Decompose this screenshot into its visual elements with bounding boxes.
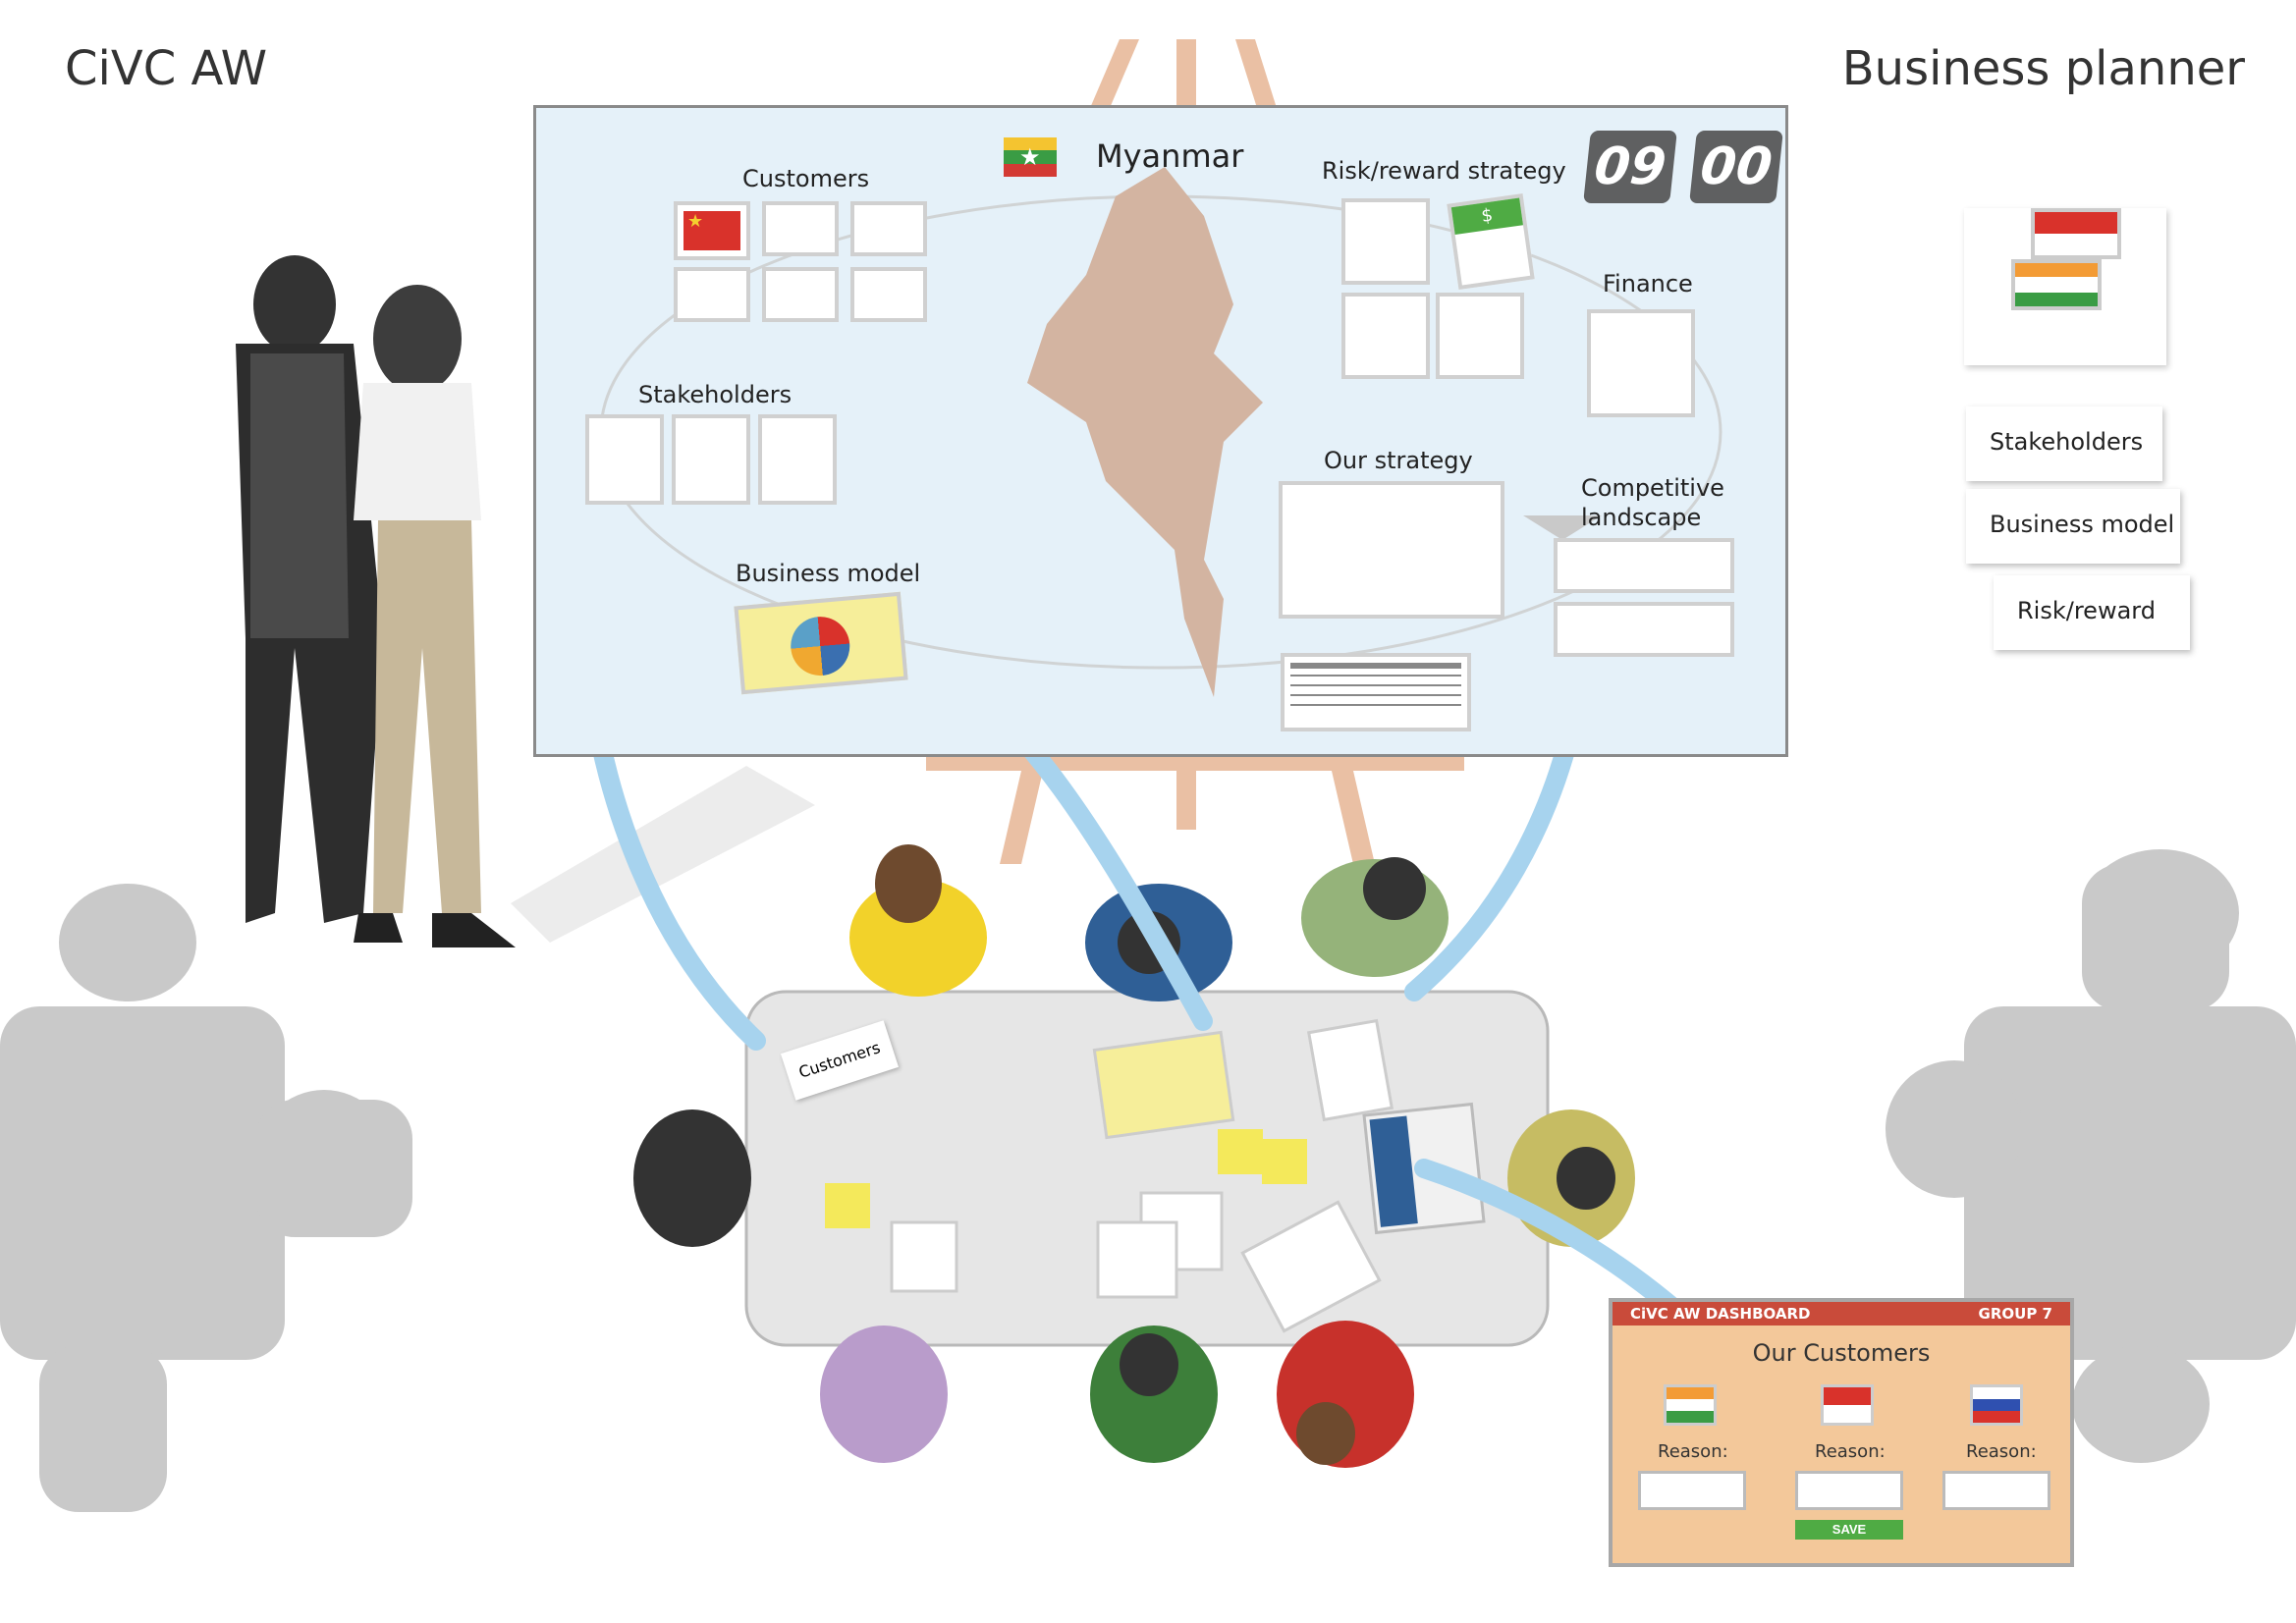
stakeholder-slot[interactable] bbox=[672, 414, 750, 505]
venn-diagram-icon bbox=[788, 614, 852, 678]
customer-slot[interactable] bbox=[674, 267, 750, 322]
india-flag-icon bbox=[1664, 1384, 1717, 1426]
reason-input-russia[interactable] bbox=[1942, 1471, 2050, 1510]
customer-card-china[interactable]: ★ bbox=[674, 201, 750, 260]
country-title: Myanmar bbox=[1096, 137, 1244, 175]
competitive-slot[interactable] bbox=[1554, 538, 1734, 593]
customer-slot[interactable] bbox=[850, 201, 927, 256]
finance-label: Finance bbox=[1603, 270, 1693, 298]
competitive-slot[interactable] bbox=[1554, 602, 1734, 657]
risk-reward-slot[interactable] bbox=[1341, 293, 1430, 379]
reason-label-india: Reason: bbox=[1658, 1441, 1728, 1462]
competitive-label: Competitive landscape bbox=[1581, 474, 1724, 531]
clock-hours: 09 bbox=[1583, 131, 1677, 203]
side-card-business-model[interactable]: Business model bbox=[1966, 489, 2180, 564]
our-strategy-label: Our strategy bbox=[1324, 447, 1473, 474]
singapore-flag-icon bbox=[1821, 1384, 1874, 1426]
risk-reward-label: Risk/reward strategy bbox=[1322, 157, 1566, 185]
reason-input-india[interactable] bbox=[1638, 1471, 1746, 1510]
myanmar-flag-icon: ★ bbox=[1004, 137, 1057, 177]
stakeholder-slot[interactable] bbox=[585, 414, 664, 505]
planning-board[interactable]: ★ Myanmar Customers ★ Stakeholders Busin… bbox=[533, 105, 1788, 757]
india-flag-icon bbox=[2011, 259, 2102, 310]
customer-slot[interactable] bbox=[850, 267, 927, 322]
brand-title: CiVC AW bbox=[65, 41, 268, 96]
stakeholder-slot[interactable] bbox=[758, 414, 837, 505]
russia-flag-icon bbox=[1970, 1384, 2023, 1426]
clock-minutes: 00 bbox=[1689, 131, 1783, 203]
customer-slot[interactable] bbox=[762, 267, 839, 322]
couple-shadow bbox=[511, 766, 815, 943]
dashboard-heading: Our Customers bbox=[1752, 1339, 1931, 1367]
risk-reward-slot[interactable] bbox=[1436, 293, 1524, 379]
business-model-label: Business model bbox=[736, 560, 921, 587]
side-card-risk-reward[interactable]: Risk/reward bbox=[1994, 575, 2190, 650]
customers-label: Customers bbox=[742, 165, 870, 192]
risk-reward-card-financial[interactable]: $ bbox=[1447, 193, 1535, 290]
business-model-card[interactable] bbox=[734, 591, 908, 695]
myanmar-map bbox=[1027, 167, 1263, 697]
dollar-icon: $ bbox=[1450, 197, 1523, 235]
strategy-table-card[interactable] bbox=[1281, 653, 1471, 731]
side-card-stakeholders[interactable]: Stakeholders bbox=[1966, 406, 2162, 481]
standing-couple bbox=[236, 255, 516, 947]
save-button[interactable]: SAVE bbox=[1795, 1520, 1903, 1540]
risk-reward-slot[interactable] bbox=[1341, 198, 1430, 285]
dashboard-header: CiVC AW DASHBOARD GROUP 7 bbox=[1613, 1302, 2070, 1325]
dashboard-title: CiVC AW DASHBOARD bbox=[1630, 1305, 1811, 1323]
reason-label-singapore: Reason: bbox=[1815, 1441, 1886, 1462]
our-strategy-slot[interactable] bbox=[1279, 481, 1504, 619]
stakeholders-label: Stakeholders bbox=[638, 381, 793, 408]
reason-label-russia: Reason: bbox=[1966, 1441, 2037, 1462]
finance-slot[interactable] bbox=[1587, 309, 1695, 417]
dashboard-panel: CiVC AW DASHBOARD GROUP 7 Our Customers … bbox=[1609, 1298, 2074, 1567]
ghost-group-right bbox=[1886, 849, 2296, 1463]
china-flag-icon: ★ bbox=[683, 211, 740, 250]
reason-input-singapore[interactable] bbox=[1795, 1471, 1903, 1510]
ghost-group-left bbox=[0, 884, 412, 1512]
app-title: Business planner bbox=[1841, 41, 2245, 96]
customer-slot[interactable] bbox=[762, 201, 839, 256]
singapore-flag-icon bbox=[2031, 208, 2121, 259]
flag-envelope[interactable] bbox=[1964, 208, 2166, 365]
dashboard-group: GROUP 7 bbox=[1978, 1305, 2052, 1323]
